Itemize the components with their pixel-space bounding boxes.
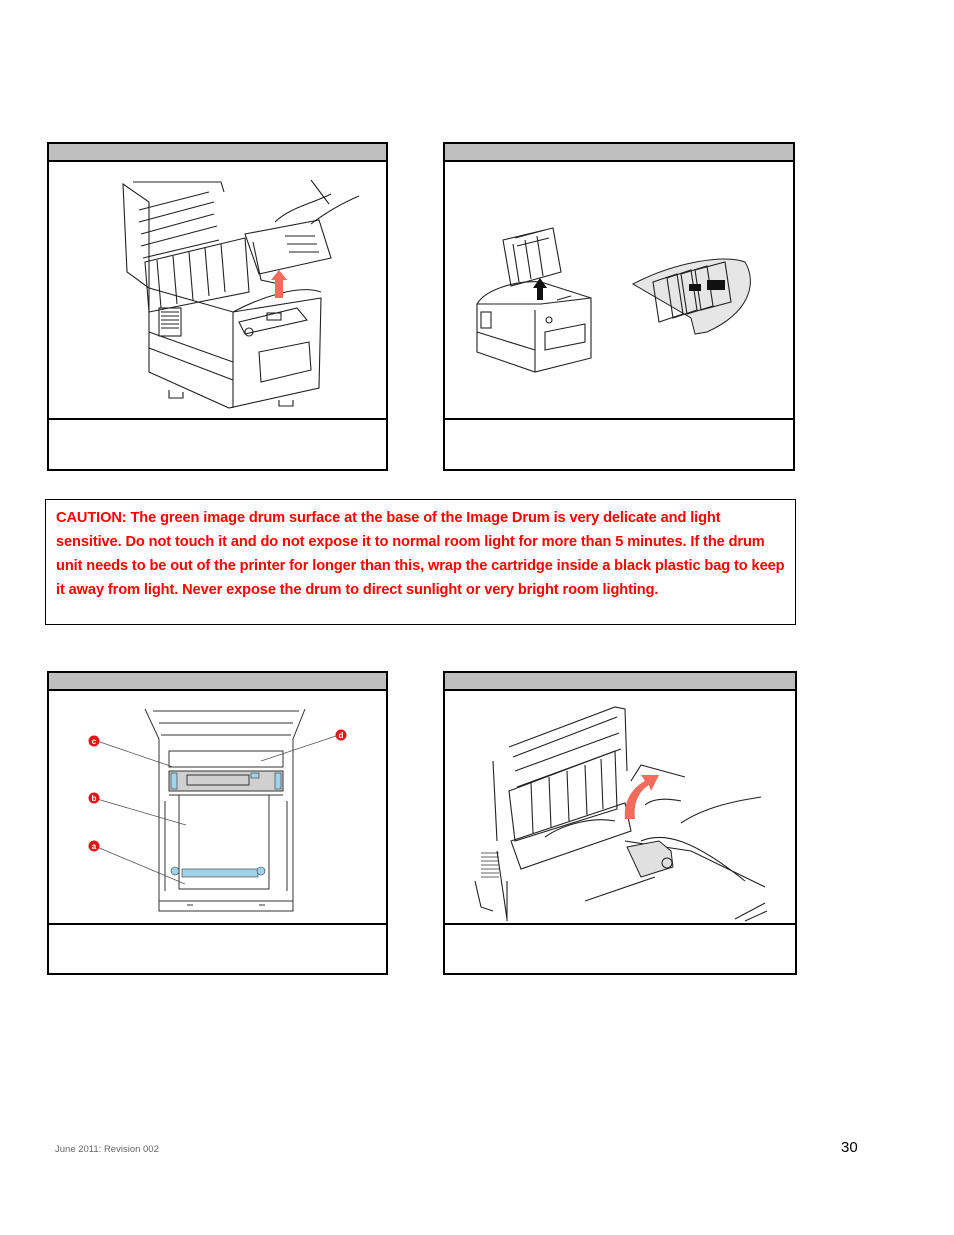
arrow-up-icon bbox=[271, 270, 287, 298]
printer-illustration-lift-drum bbox=[49, 162, 386, 422]
svg-text:b: b bbox=[92, 794, 97, 803]
panel-caption bbox=[49, 923, 386, 973]
callout-c: c bbox=[88, 735, 100, 747]
svg-text:a: a bbox=[92, 842, 97, 851]
belt-unit-diagram-icon: c d b a bbox=[88, 708, 347, 912]
jammed-paper-removal-icon bbox=[474, 706, 768, 922]
panel-header bbox=[445, 144, 793, 162]
instruction-panel-3: c d b a bbox=[47, 671, 388, 975]
caution-notice: CAUTION: The green image drum surface at… bbox=[45, 499, 796, 625]
printer-drum-removal-icon bbox=[122, 179, 360, 409]
svg-text:d: d bbox=[339, 731, 344, 740]
callout-a: a bbox=[88, 840, 100, 852]
instruction-panel-2 bbox=[443, 142, 795, 471]
footer-revision: June 2011: Revision 002 bbox=[55, 1144, 159, 1155]
page-number: 30 bbox=[841, 1139, 858, 1156]
belt-unit-illustration: c d b a bbox=[49, 691, 386, 927]
remove-jammed-paper-illustration bbox=[445, 691, 795, 927]
panel-caption bbox=[49, 418, 386, 469]
panel-header bbox=[445, 673, 795, 691]
arrow-up-icon bbox=[533, 278, 547, 300]
panel-caption bbox=[445, 418, 793, 469]
callout-d: d bbox=[335, 729, 347, 741]
panel-caption bbox=[445, 923, 795, 973]
instruction-panel-1 bbox=[47, 142, 388, 471]
svg-text:c: c bbox=[92, 737, 97, 746]
drums-covered-with-paper-icon bbox=[476, 227, 751, 373]
instruction-panel-4 bbox=[443, 671, 797, 975]
callout-b: b bbox=[88, 792, 100, 804]
drums-covered-illustration bbox=[445, 162, 793, 422]
panel-header bbox=[49, 144, 386, 162]
arrow-up-icon bbox=[624, 775, 659, 819]
panel-header bbox=[49, 673, 386, 691]
caution-text: CAUTION: The green image drum surface at… bbox=[56, 510, 785, 598]
